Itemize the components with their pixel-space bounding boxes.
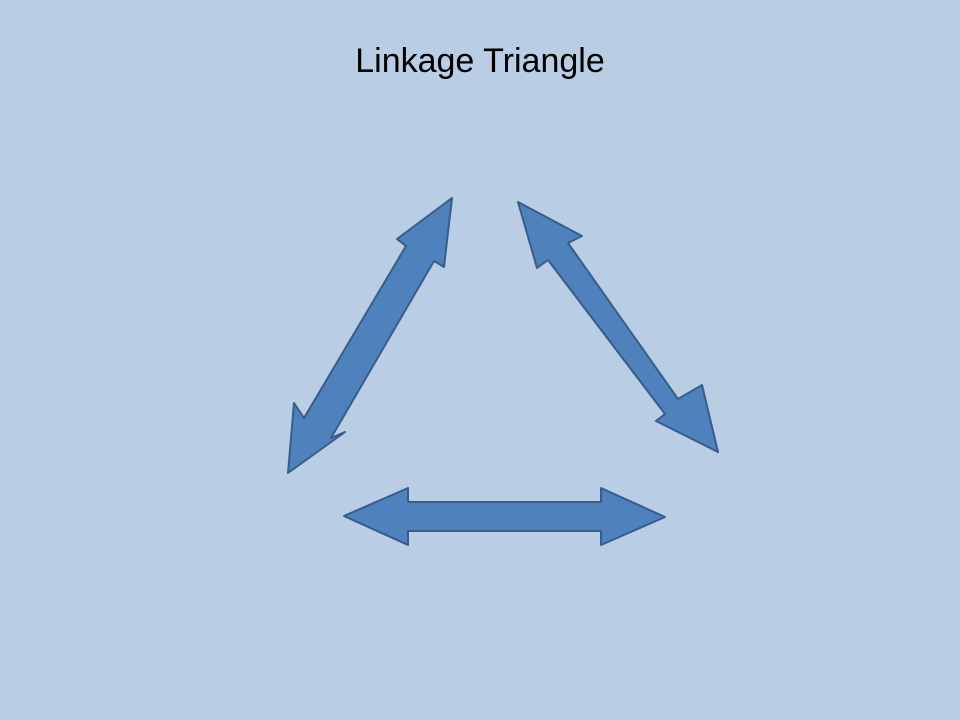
slide-title: Linkage Triangle [355,42,605,80]
left-double-arrow [287,197,453,474]
right-double-arrow [517,201,719,453]
bottom-double-arrow [343,487,666,546]
